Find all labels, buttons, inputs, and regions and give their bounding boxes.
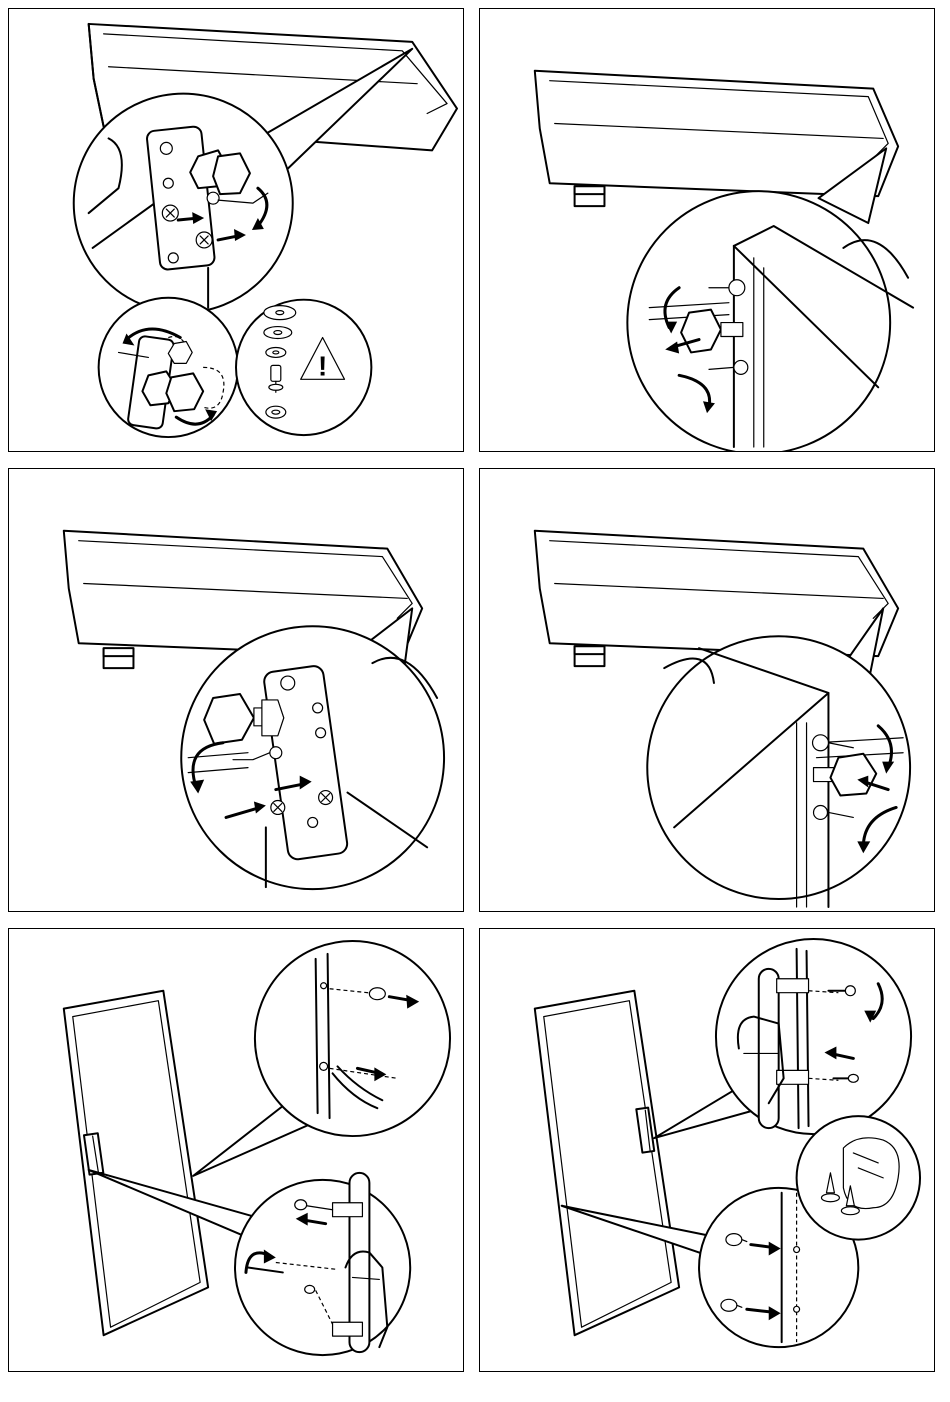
panel-1-illustration: !	[9, 9, 463, 451]
detail-circle-pin-refit	[647, 636, 910, 907]
detail-circle-cap-removal	[255, 941, 450, 1136]
panel-4-illustration	[480, 469, 934, 911]
detail-circle-caps-bag	[797, 1116, 920, 1239]
detail-circle-bracket	[181, 626, 444, 889]
panel-5-illustration	[9, 929, 463, 1371]
panel-1: !	[8, 8, 464, 452]
detail-circle-handle-removal	[235, 1173, 410, 1355]
detail-circle-hinge	[74, 94, 293, 313]
panel-4	[479, 468, 935, 912]
panel-3	[8, 468, 464, 912]
detail-circle-handle-refit	[716, 939, 911, 1134]
appliance-door	[64, 991, 208, 1335]
panel-2-illustration	[480, 9, 934, 451]
panel-5	[8, 928, 464, 1372]
appliance-door	[535, 991, 679, 1335]
warning-symbol: !	[318, 350, 327, 381]
cabinet-top	[535, 531, 898, 666]
detail-circle-pin	[627, 191, 913, 451]
panel-2	[479, 8, 935, 452]
detail-circle-parts: !	[236, 300, 371, 435]
detail-circle-pin-swap	[99, 298, 238, 437]
panel-6	[479, 928, 935, 1372]
panel-3-illustration	[9, 469, 463, 911]
panel-6-illustration	[480, 929, 934, 1371]
